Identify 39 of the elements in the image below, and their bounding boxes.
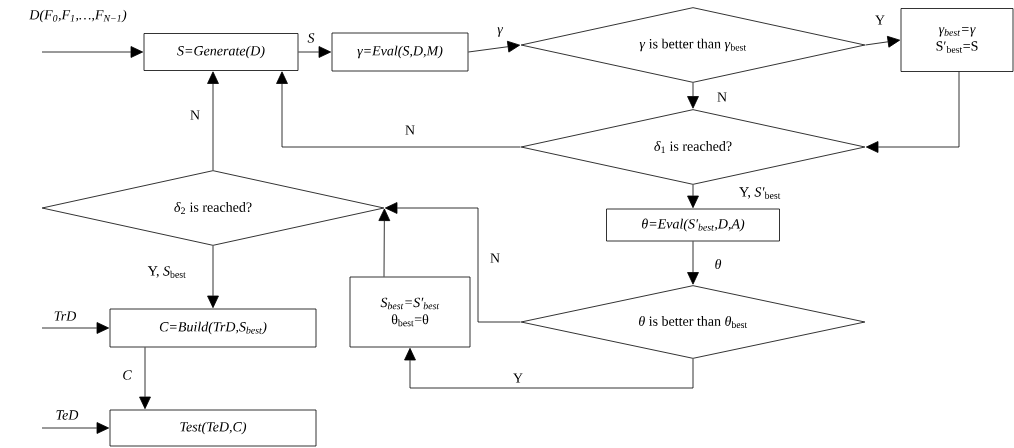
edge-label: N (488, 252, 502, 264)
edge-label: TrD (52, 310, 78, 322)
edge-label: γ (496, 26, 504, 38)
arrow (139, 347, 151, 410)
arrow (468, 40, 521, 53)
arrow (404, 347, 694, 389)
edge-label: S (306, 32, 316, 44)
edge-label: Y (873, 14, 887, 26)
process-box: C=Build(TrD,S$_{best}$) (109, 308, 317, 348)
edge-label: C (121, 369, 133, 381)
arrow (865, 35, 901, 48)
arrow (378, 208, 391, 277)
arrow (41, 322, 110, 334)
arrow (865, 71, 960, 153)
edge-label: Y, S$_{best}$ (146, 265, 188, 279)
edge-label: TeD (54, 409, 80, 421)
process-box: θ=Eval(S′$_{best}$,D,A) (606, 208, 780, 242)
edge-label: θ (713, 258, 723, 270)
arrow (384, 202, 521, 323)
arrow (687, 241, 699, 285)
arrow (41, 46, 144, 58)
arrow (207, 245, 219, 309)
arrow (298, 46, 332, 58)
process-box: S$_{best}$=S′$_{best}$ θ$_{best}$=θ (349, 276, 471, 348)
edge-label: Y (511, 372, 525, 384)
edge-label: N (188, 109, 202, 121)
arrow (687, 184, 699, 209)
arrow (276, 71, 521, 148)
process-box: γ$_{best}$=γ S′$_{best}$=S (900, 8, 1014, 72)
edge-label: D(F$_{0}$,F$_{1}$,…,F$_{N−1}$) (28, 8, 128, 24)
edge-label: Y, S′$_{best}$ (738, 186, 782, 200)
process-box: γ=Eval(S,D,M) (331, 32, 469, 72)
arrow (41, 422, 110, 434)
edge-label: N (715, 91, 729, 103)
arrow (207, 71, 219, 171)
process-box: S=Generate(D) (143, 33, 299, 71)
process-box: Test(TeD,C) (109, 409, 317, 447)
arrow (687, 82, 699, 109)
edge-label: N (403, 124, 417, 136)
